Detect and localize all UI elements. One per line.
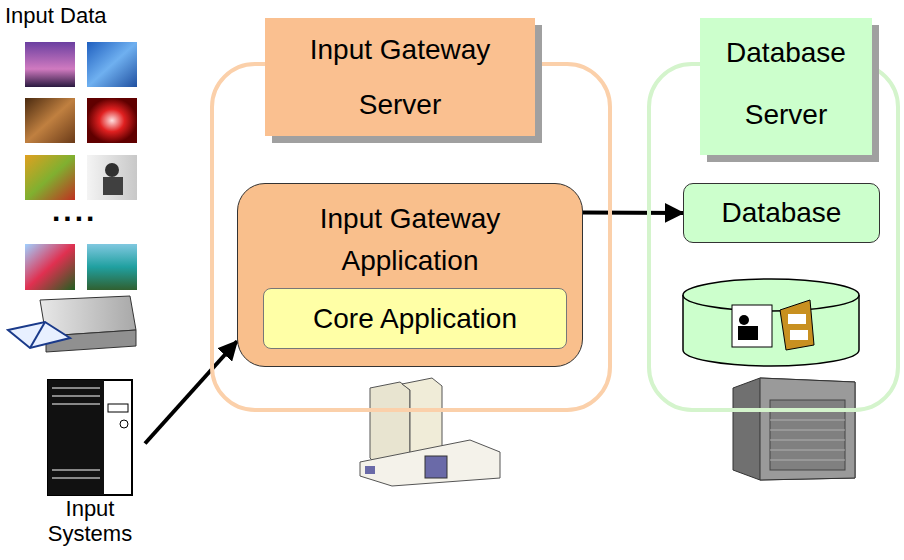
section-label: Input Data — [5, 3, 107, 29]
node-text: Input Systems — [35, 496, 145, 546]
thumbnail — [25, 155, 75, 200]
server-region: Database ServerDatabase — [647, 62, 900, 412]
core-box: Core Application — [263, 288, 567, 349]
thumbnail — [25, 42, 75, 87]
server-region: Input Gateway ServerInput Gateway Applic… — [210, 62, 612, 412]
node-text: Core Application — [264, 296, 566, 342]
thumbnail-figure — [103, 177, 123, 195]
database-box: Database — [683, 183, 880, 243]
mainframe-icon — [48, 380, 132, 495]
ellipsis-label: .... — [52, 194, 97, 228]
thumbnail — [25, 244, 75, 290]
scanner-icon — [8, 296, 136, 352]
server-icon — [360, 378, 500, 486]
thumbnail — [87, 42, 137, 87]
thumbnail — [87, 244, 137, 290]
node-text: Input Gateway Server — [265, 18, 535, 136]
node-text: Database Server — [700, 18, 872, 155]
server-cabinet — [733, 378, 855, 480]
thumbnail — [25, 98, 75, 143]
database-cylinder — [683, 279, 859, 366]
flow-arrow — [583, 210, 683, 215]
application-box: Input Gateway ApplicationCore Applicatio… — [237, 183, 583, 367]
thumbnail — [87, 98, 137, 143]
node-text: Input Gateway Application — [238, 184, 582, 282]
thumbnail-figure — [105, 163, 119, 177]
thumbnail — [87, 155, 137, 200]
flow-arrow — [145, 341, 237, 443]
node-text: Database — [684, 190, 879, 236]
input-system: Input Systems — [35, 378, 145, 560]
